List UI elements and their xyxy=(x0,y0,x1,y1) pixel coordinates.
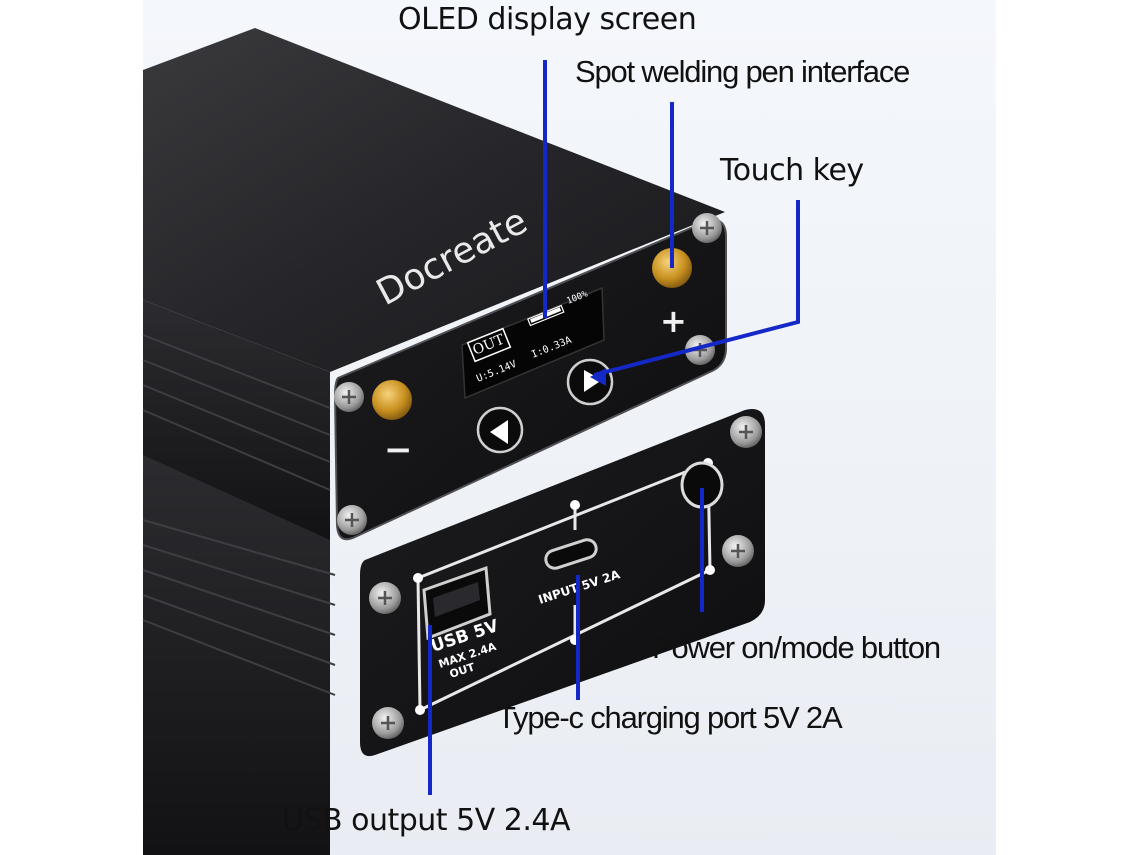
leader-lines xyxy=(428,60,800,795)
typec-port[interactable] xyxy=(543,537,598,570)
callout-pen: Spot welding pen interface xyxy=(575,54,910,89)
callout-typec: Type-c charging port 5V 2A xyxy=(497,700,843,735)
panel-dots xyxy=(413,458,715,715)
callout-touch: Touch key xyxy=(720,153,864,188)
callout-usb: USB output 5V 2.4A xyxy=(282,803,570,838)
pen-interface-minus[interactable] xyxy=(372,380,412,420)
minus-sign: − xyxy=(384,430,413,470)
lower-front-face xyxy=(360,409,765,757)
upper-front-face xyxy=(333,219,727,541)
callout-oled: OLED display screen xyxy=(398,2,697,37)
lower-left-side xyxy=(143,455,330,855)
upper-ribs xyxy=(142,334,331,491)
right-arrow-icon xyxy=(584,370,602,392)
lower-unit: USB 5V MAX 2.4A OUT INPUT 5V 2A xyxy=(142,409,765,855)
oled-display: OUT 100% U:5.14V I:0.33A xyxy=(461,286,605,400)
leader-touch xyxy=(593,200,800,377)
upper-unit: Docreate OUT 100% U:5.14V I:0.33A xyxy=(142,28,727,541)
lower-ribs xyxy=(142,519,336,696)
left-arrow-icon xyxy=(490,420,508,444)
upper-left-side xyxy=(143,300,330,540)
usb-port[interactable] xyxy=(422,565,492,641)
leader-touch-arrow xyxy=(590,368,606,386)
lower-screw-crosses xyxy=(378,425,753,730)
callout-power: Power on/mode button xyxy=(652,630,941,665)
plus-sign: + xyxy=(660,302,687,340)
upper-top-surface xyxy=(143,28,725,372)
touch-key-left[interactable] xyxy=(476,406,524,454)
